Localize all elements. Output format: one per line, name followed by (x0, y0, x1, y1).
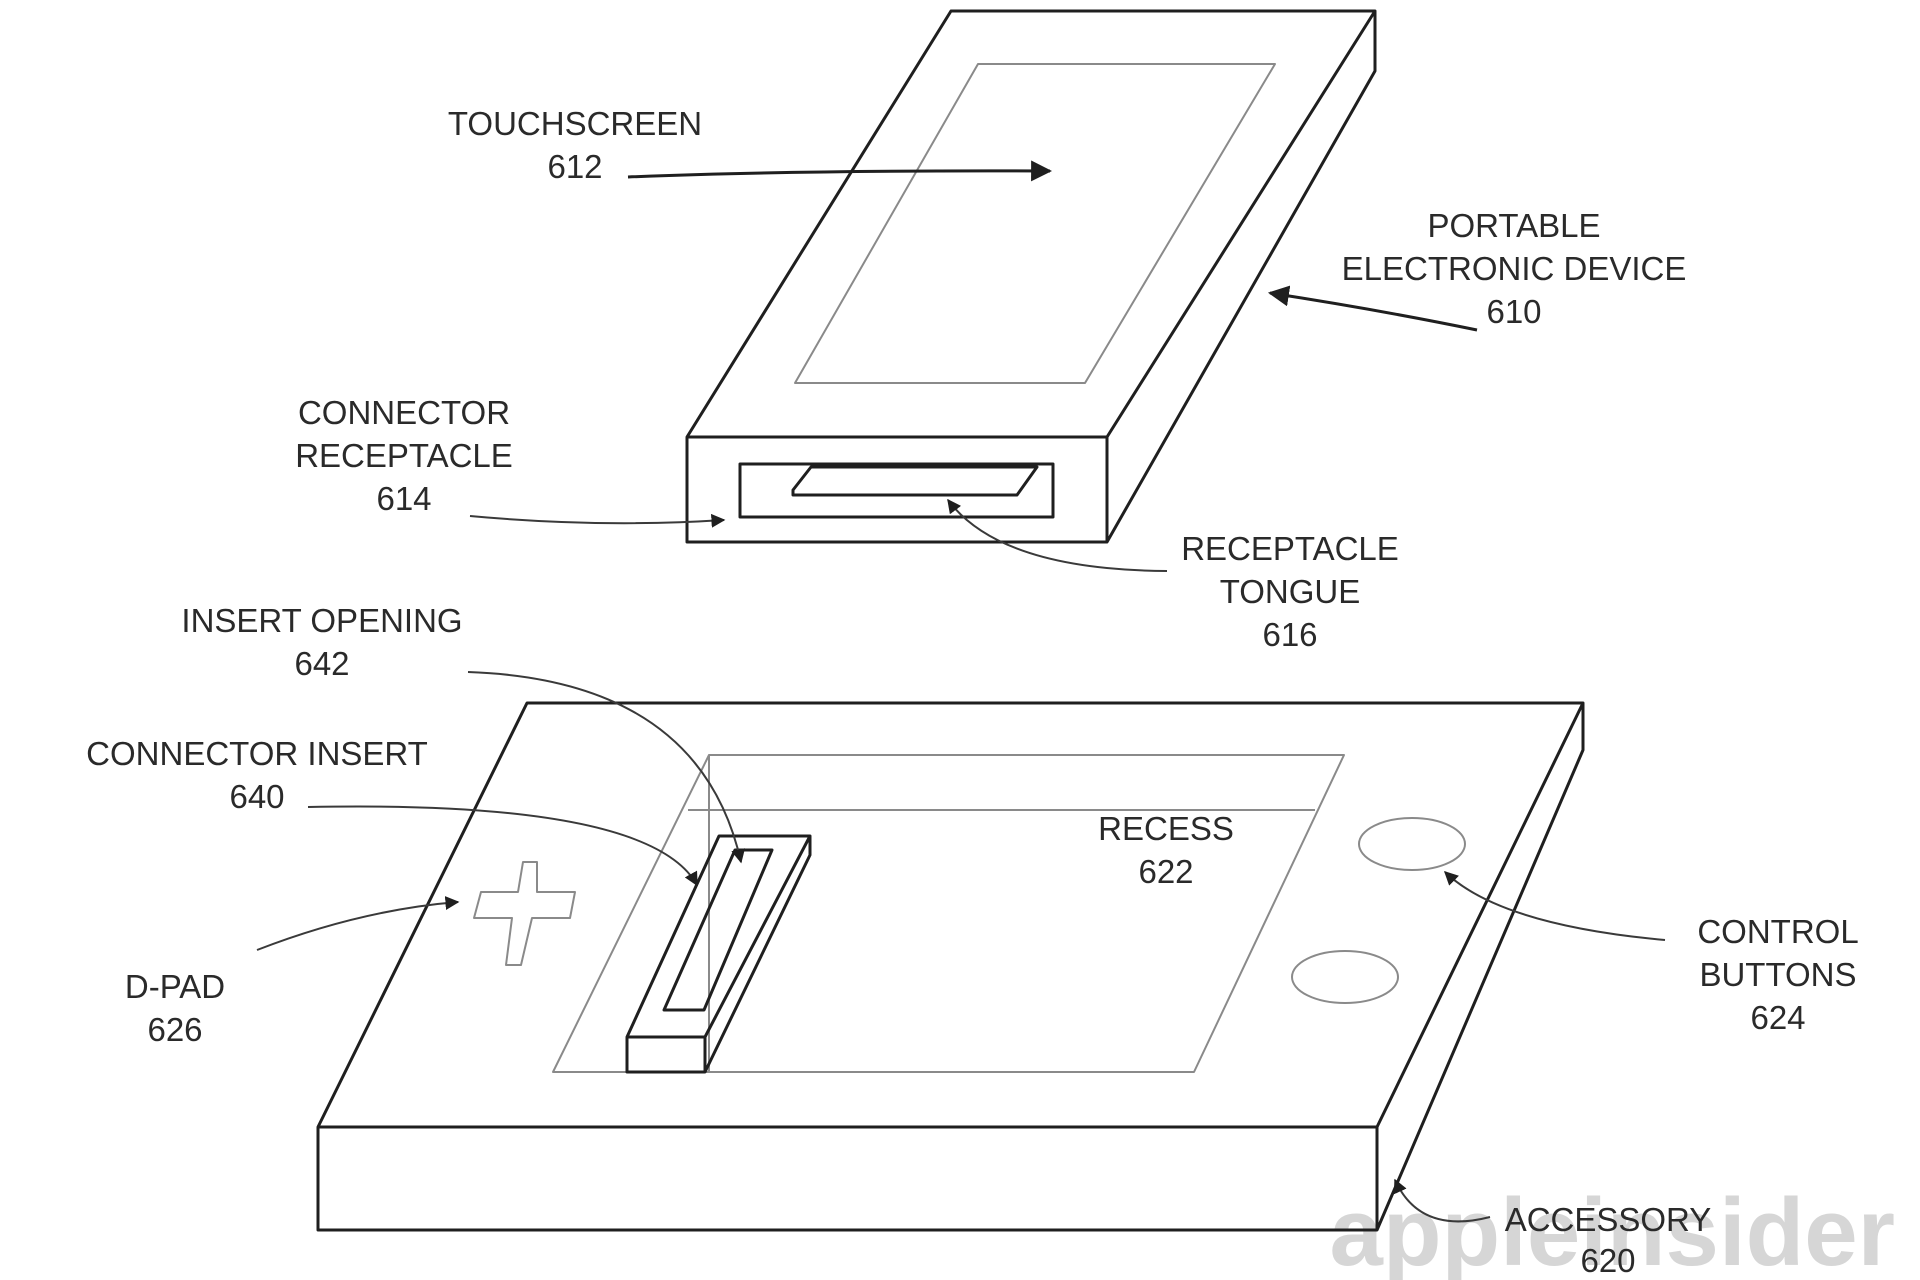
leader-touchscreen (627, 160, 1053, 182)
label-portable-electronic-device: PORTABLE ELECTRONIC DEVICE 610 (1342, 207, 1687, 330)
svg-text:INSERT OPENING: INSERT OPENING (181, 602, 462, 639)
accessory-outline (316, 701, 1585, 1232)
svg-text:ELECTRONIC DEVICE: ELECTRONIC DEVICE (1342, 250, 1687, 287)
leader-dpad (256, 896, 460, 951)
accessory (316, 701, 1585, 1232)
leader-accessory (1393, 1178, 1491, 1223)
svg-text:642: 642 (294, 645, 349, 682)
svg-text:ACCESSORY: ACCESSORY (1505, 1201, 1712, 1238)
svg-text:CONNECTOR INSERT: CONNECTOR INSERT (86, 735, 428, 772)
device-top-edge (687, 10, 1377, 439)
label-touchscreen: TOUCHSCREEN 612 (448, 105, 702, 185)
svg-text:D-PAD: D-PAD (125, 968, 225, 1005)
leader-device (1267, 285, 1478, 332)
svg-text:622: 622 (1138, 853, 1193, 890)
svg-text:614: 614 (376, 480, 431, 517)
recess (552, 754, 1345, 1073)
receptacle-tongue (791, 465, 1039, 497)
touchscreen-area (794, 63, 1276, 384)
svg-text:612: 612 (547, 148, 602, 185)
label-insert-opening: INSERT OPENING 642 (181, 602, 462, 682)
leader-tongue (947, 498, 1168, 572)
connector-receptacle-opening (738, 462, 1055, 519)
svg-text:616: 616 (1262, 616, 1317, 653)
label-receptacle-tongue: RECEPTACLE TONGUE 616 (1181, 530, 1399, 653)
svg-text:640: 640 (229, 778, 284, 815)
label-recess: RECESS 622 (1098, 810, 1234, 890)
accessory-top-edge (318, 702, 1585, 1129)
portable-electronic-device (685, 9, 1377, 544)
svg-text:RECEPTACLE: RECEPTACLE (1181, 530, 1399, 567)
svg-text:BUTTONS: BUTTONS (1699, 956, 1856, 993)
dpad-cross (473, 861, 576, 966)
label-accessory: ACCESSORY 620 (1505, 1201, 1712, 1279)
svg-text:624: 624 (1750, 999, 1805, 1036)
label-connector-insert: CONNECTOR INSERT 640 (86, 735, 428, 815)
svg-text:TOUCHSCREEN: TOUCHSCREEN (448, 105, 702, 142)
leader-receptacle (469, 513, 726, 528)
svg-text:PORTABLE: PORTABLE (1427, 207, 1600, 244)
svg-text:626: 626 (147, 1011, 202, 1048)
leader-connector-insert (307, 805, 698, 887)
label-control-buttons: CONTROL BUTTONS 624 (1697, 913, 1858, 1036)
label-connector-receptacle: CONNECTOR RECEPTACLE 614 (295, 394, 513, 517)
svg-text:CONTROL: CONTROL (1697, 913, 1858, 950)
label-dpad: D-PAD 626 (125, 968, 225, 1048)
svg-text:CONNECTOR: CONNECTOR (298, 394, 510, 431)
svg-text:RECEPTACLE: RECEPTACLE (295, 437, 513, 474)
insert-opening (662, 848, 774, 1012)
device-outline (685, 9, 1377, 544)
leader-insert-opening (467, 671, 746, 864)
svg-text:610: 610 (1486, 293, 1541, 330)
svg-text:TONGUE: TONGUE (1220, 573, 1361, 610)
svg-text:RECESS: RECESS (1098, 810, 1234, 847)
connector-insert (625, 834, 812, 1074)
control-button-upper (1358, 817, 1466, 871)
control-button-lower (1291, 950, 1399, 1004)
svg-text:620: 620 (1580, 1242, 1635, 1279)
watermark: appleinsider (1330, 1179, 1896, 1280)
leader-control-buttons (1443, 871, 1666, 941)
